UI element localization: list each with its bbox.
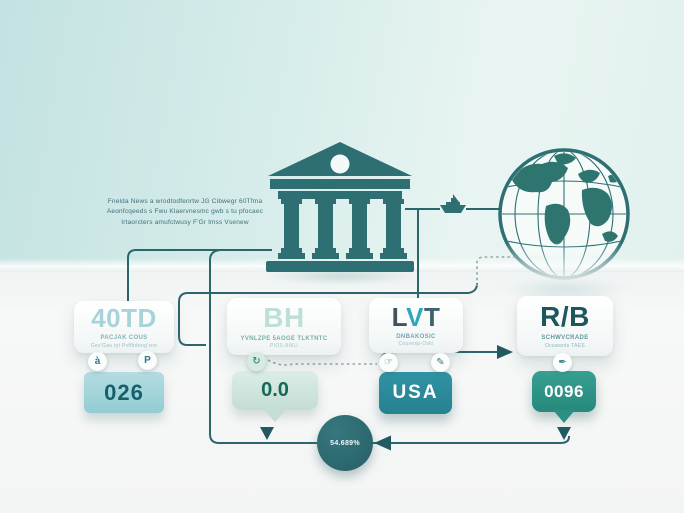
intro-line-3: Irtaorcters amufctwusy F'Gr lmss Vsenew xyxy=(121,218,249,226)
line-bank-to-card1 xyxy=(127,249,272,301)
card-40td: 40TD PACJAK COUS Gev'Gau tyt Pvffbdeng'z… xyxy=(74,301,174,353)
arrow-right-into-rb xyxy=(497,345,513,359)
line-mid-rail xyxy=(178,283,478,346)
card-lvt-letter-v: V xyxy=(406,301,424,332)
card-rb-subtitle: SCHWVCRADE xyxy=(541,335,589,342)
pen-icon: ✎ xyxy=(431,353,450,372)
refresh-icon: ↻ xyxy=(247,352,266,371)
value-bubble-0096: 0096 xyxy=(532,371,596,412)
card-40td-caption: Gev'Gau tyt Pvffbdeng'zne xyxy=(90,342,158,349)
arrow-left-on-rail xyxy=(374,435,391,451)
card-lvt-caption: Couvesp-Ovki xyxy=(398,341,434,348)
cargo-ship-icon xyxy=(438,193,468,215)
hand-icon: ☞ xyxy=(379,353,398,372)
intro-line-2: Aeonfcqeeds s Fwu Klaervnesmc gwb s tu p… xyxy=(106,208,264,216)
globe-icon xyxy=(496,146,632,296)
card-lvt: LVT DNBAKOSIC Couvesp-Ovki xyxy=(369,298,463,353)
bubble-pointer-0096 xyxy=(553,410,575,423)
card-lvt-letter-t: T xyxy=(423,301,441,332)
letter-p-badge-icon: P xyxy=(138,351,157,370)
pen-nib-icon: ✒ xyxy=(553,353,572,372)
bank-building-icon xyxy=(260,140,420,276)
value-box-usa: USA xyxy=(379,372,452,414)
globe-reflection xyxy=(500,278,630,300)
dotted-line-to-globe xyxy=(476,256,518,286)
card-rb: R/B SCHWVCRADE Ocuawnts TAES xyxy=(517,296,613,356)
card-lvt-subtitle: DNBAKOSIC xyxy=(396,333,436,340)
percentage-node: 54.689% xyxy=(317,415,373,471)
card-rb-caption: Ocuawnts TAES xyxy=(544,342,586,349)
card-bh-title: BH xyxy=(263,301,305,333)
letter-a-badge-icon: à xyxy=(88,352,107,371)
line-bank-to-bottom-rail xyxy=(209,249,570,444)
dotted-line-badges xyxy=(267,359,377,366)
card-40td-subtitle: PACJAK COUS xyxy=(100,335,148,342)
card-bh-subtitle: YVNLZPE 5AOGE TLKTNTC xyxy=(240,335,328,342)
arrow-down-from-00 xyxy=(260,427,274,440)
card-bh-caption: PIOS-BIKU xyxy=(270,343,298,350)
arrow-down-from-0096 xyxy=(557,427,571,440)
card-40td-title: 40TD xyxy=(91,303,157,334)
card-bh: BH YVNLZPE 5AOGE TLKTNTC PIOS-BIKU xyxy=(227,298,341,355)
intro-line-1: Fnelda News a wrodtodfenrtw JG Cibwegr 6… xyxy=(107,198,263,205)
card-lvt-title: LVT xyxy=(392,304,441,330)
value-box-026: 026 xyxy=(84,372,164,413)
card-rb-title: R/B xyxy=(540,301,590,333)
card-lvt-letter-l: L xyxy=(391,301,407,332)
value-bubble-00: 0.0 xyxy=(232,371,318,410)
bubble-pointer-00 xyxy=(263,409,287,422)
intro-paragraph: Fnelda News a wrodtodfenrtw JG Cibwegr 6… xyxy=(103,197,267,228)
